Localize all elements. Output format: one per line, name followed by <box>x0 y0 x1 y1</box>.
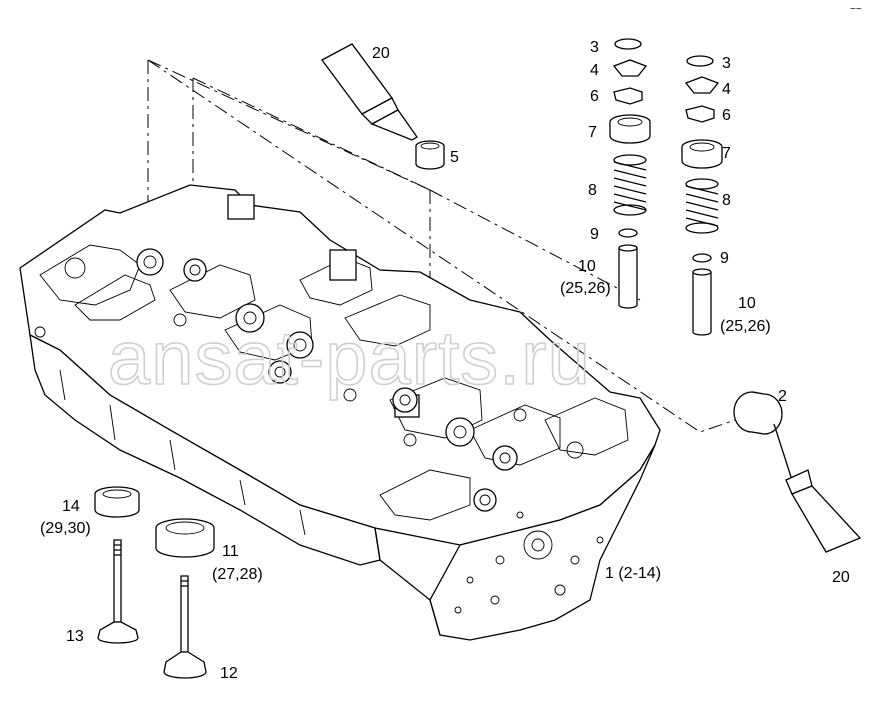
seal-part-5 <box>415 140 445 170</box>
cylinder-head <box>19 184 661 641</box>
callout-7-left: 7 <box>588 124 597 141</box>
callout-3-left: 3 <box>590 39 599 56</box>
valve-seat-part-14 <box>94 486 140 518</box>
callout-13: 13 <box>66 628 84 645</box>
callout-3-right: 3 <box>722 55 731 72</box>
corner-mark: ~~ <box>850 4 862 15</box>
callout-11: 11 <box>222 543 239 560</box>
valve-stack-left <box>609 38 651 309</box>
valve-stack-right <box>681 55 723 336</box>
callout-20-bottom: 20 <box>832 569 850 586</box>
callout-9-right: 9 <box>720 250 729 267</box>
callout-9-left: 9 <box>590 226 599 243</box>
callout-6-left: 6 <box>590 88 599 105</box>
callout-6-right: 6 <box>722 107 731 124</box>
callout-10-left-refs: (25,26) <box>560 280 611 297</box>
valve-part-13 <box>97 539 139 644</box>
sealant-tube-bottom <box>773 423 862 553</box>
callout-10-right: 10 <box>738 295 756 312</box>
callout-14-refs: (29,30) <box>40 520 91 537</box>
callout-1: 1 (2-14) <box>605 565 661 582</box>
callout-8-left: 8 <box>588 182 597 199</box>
sealant-tube-top <box>321 43 418 141</box>
callout-20-top: 20 <box>372 45 390 62</box>
callout-10-left: 10 <box>578 258 596 275</box>
valve-part-12 <box>163 575 207 679</box>
callout-8-right: 8 <box>722 192 731 209</box>
callout-10-right-refs: (25,26) <box>720 318 771 335</box>
callout-7-right: 7 <box>722 145 731 162</box>
callout-5: 5 <box>450 149 459 166</box>
callout-12: 12 <box>220 665 238 682</box>
valve-seat-part-11 <box>155 518 215 558</box>
callout-2: 2 <box>778 388 787 405</box>
plug-part-2 <box>733 391 783 435</box>
callout-11-refs: (27,28) <box>212 566 263 583</box>
callout-4-right: 4 <box>722 81 731 98</box>
callout-14: 14 <box>62 498 80 515</box>
watermark-text: ansat-parts.ru <box>108 316 591 401</box>
callout-4-left: 4 <box>590 62 599 79</box>
